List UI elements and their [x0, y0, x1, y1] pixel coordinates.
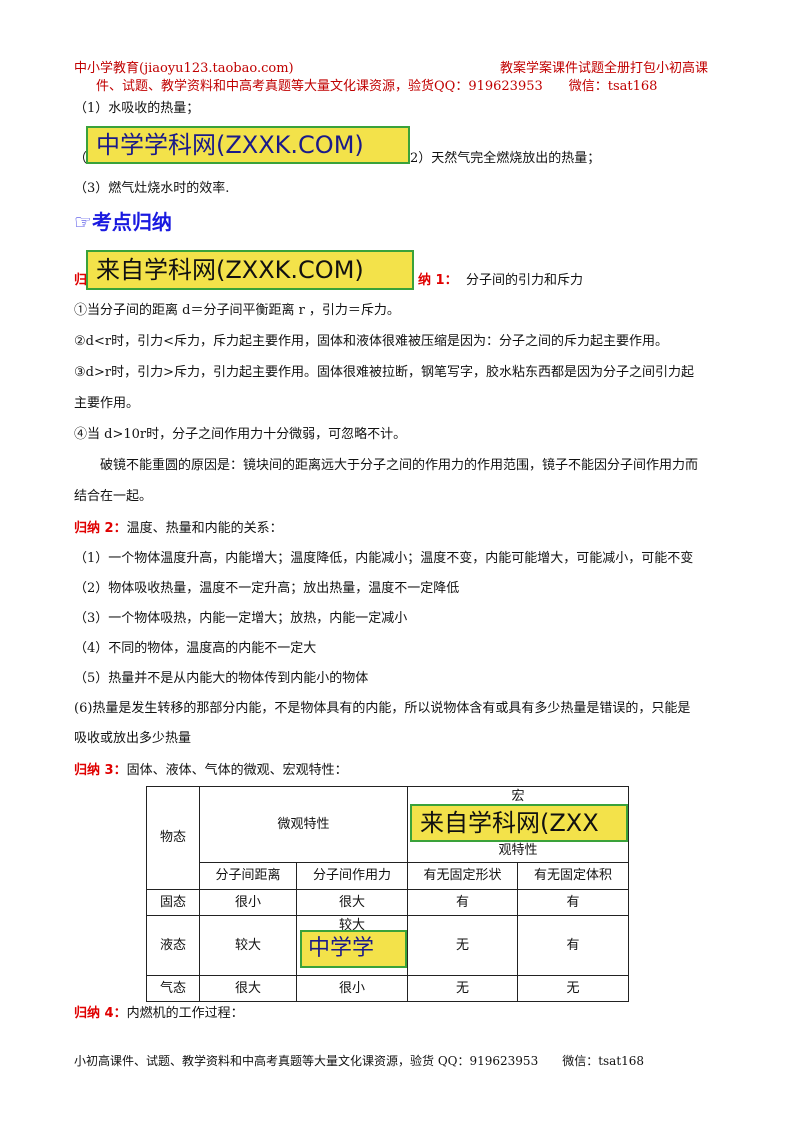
table-cell: 很大 — [296, 889, 408, 916]
table-cell: 液态 — [146, 915, 200, 976]
guina2-item-2: （2）物体吸收热量，温度不一定升高；放出热量，温度不一定降低 — [74, 581, 460, 596]
guina3-title: 固体、液体、气体的微观、宏观特性： — [126, 763, 348, 778]
question-2-suffix: 2）天然气完全燃烧放出的热量； — [410, 151, 601, 166]
guina1-label-left: 归 — [74, 273, 88, 288]
table-cell: 很小 — [199, 889, 297, 916]
guina1-title: 分子间的引力和斥力 — [466, 273, 584, 288]
header-left: 中小学教育(jiaoyu123.taobao.com) — [74, 61, 294, 76]
table-row: 气态 很大 很小 无 无 — [146, 975, 629, 1002]
table-cell: 很小 — [296, 975, 408, 1002]
guina1-paragraph-cont: 结合在一起。 — [74, 489, 153, 504]
table-cell: 很大 — [199, 975, 297, 1002]
guina4-label: 归纳 4： — [74, 1006, 127, 1021]
table-cell: 气态 — [146, 975, 200, 1002]
section-title: 考点归纳 — [91, 210, 172, 234]
states-table: 物态 微观特性 宏 观特性 分子间距离 分子间作用力 有无固定形状 有无固定体积… — [146, 786, 629, 1002]
guina1-label-right: 纳 1： — [418, 273, 458, 288]
table-cell: 有 — [517, 915, 629, 976]
table-cell: 有 — [517, 889, 629, 916]
guina3-label: 归纳 3： — [74, 763, 127, 778]
guina2-title: 温度、热量和内能的关系： — [126, 521, 283, 536]
table-cell: 无 — [407, 975, 518, 1002]
subheader-shape: 有无固定形状 — [407, 862, 518, 890]
table-cell: 较大 — [199, 915, 297, 976]
table-cell: 无 — [517, 975, 629, 1002]
guina3-heading: 归纳 3：固体、液体、气体的微观、宏观特性： — [74, 762, 348, 780]
header-line2: 件、试题、教学资料和中高考真题等大量文化课资源，验货QQ：919623953 微… — [96, 79, 658, 94]
guina1-item-3-cont: 主要作用。 — [74, 396, 140, 411]
guina1-item-3: ③d>r时，引力>斥力，引力起主要作用。固体很难被拉断，钢笔写字，胶水粘东西都是… — [74, 365, 694, 380]
page-footer: 小初高课件、试题、教学资料和中高考真题等大量文化课资源，验货 QQ：919623… — [74, 1054, 645, 1068]
guina4-title: 内燃机的工作过程： — [126, 1006, 244, 1021]
pointing-hand-icon: ☞ — [74, 210, 92, 234]
section-heading: ☞考点归纳 — [74, 206, 172, 235]
guina2-heading: 归纳 2：温度、热量和内能的关系： — [74, 520, 283, 538]
guina1-item-4: ④当 d>10r时，分子之间作用力十分微弱，可忽略不计。 — [74, 427, 407, 442]
guina1-item-1: ①当分子间的距离 d＝分子间平衡距离 r ，引力＝斥力。 — [74, 303, 400, 318]
guina2-item-1: （1）一个物体温度升高，内能增大；温度降低，内能减小；温度不变，内能可能增大，可… — [74, 551, 694, 566]
header-state: 物态 — [146, 786, 200, 890]
watermark-zxxk-4: 中学学 — [300, 930, 407, 968]
guina2-label: 归纳 2： — [74, 521, 127, 536]
table-cell: 有 — [407, 889, 518, 916]
watermark-zxxk-3: 来自学科网(ZXX — [410, 804, 628, 842]
question-2-prefix: （ — [74, 151, 88, 166]
guina4-heading: 归纳 4：内燃机的工作过程： — [74, 1005, 244, 1023]
table-row: 固态 很小 很大 有 有 — [146, 889, 629, 916]
guina2-item-6: (6)热量是发生转移的那部分内能，不是物体具有的内能，所以说物体含有或具有多少热… — [74, 701, 691, 716]
guina2-item-5: （5）热量并不是从内能大的物体传到内能小的物体 — [74, 671, 369, 686]
question-1: （1）水吸收的热量； — [74, 101, 200, 116]
subheader-distance: 分子间距离 — [199, 862, 297, 890]
header-micro: 微观特性 — [199, 786, 408, 863]
guina2-item-4: （4）不同的物体，温度高的内能不一定大 — [74, 641, 317, 656]
watermark-zxxk-1: 中学学科网(ZXXK.COM) — [86, 126, 410, 164]
watermark-zxxk-2: 来自学科网(ZXXK.COM) — [86, 250, 414, 290]
table-cell: 无 — [407, 915, 518, 976]
subheader-force: 分子间作用力 — [296, 862, 408, 890]
guina2-item-6-cont: 吸收或放出多少热量 — [74, 731, 192, 746]
guina2-item-3: （3）一个物体吸热，内能一定增大；放热，内能一定减小 — [74, 611, 408, 626]
guina1-item-2: ②d<r时，引力<斥力，斥力起主要作用，固体和液体很难被压缩是因为：分子之间的斥… — [74, 334, 668, 349]
question-3: （3）燃气灶烧水时的效率. — [74, 181, 230, 196]
table-subheader-row: 分子间距离 分子间作用力 有无固定形状 有无固定体积 — [147, 862, 629, 890]
header-right: 教案学案课件试题全册打包小初高课 — [500, 61, 709, 76]
header-macro-bottom: 观特性 — [498, 843, 538, 858]
header-macro-top: 宏 — [511, 789, 525, 804]
table-cell: 固态 — [146, 889, 200, 916]
guina1-paragraph: 破镜不能重圆的原因是：镜块间的距离远大于分子之间的作用力的作用范围，镜子不能因分… — [100, 458, 699, 473]
subheader-volume: 有无固定体积 — [517, 862, 629, 890]
